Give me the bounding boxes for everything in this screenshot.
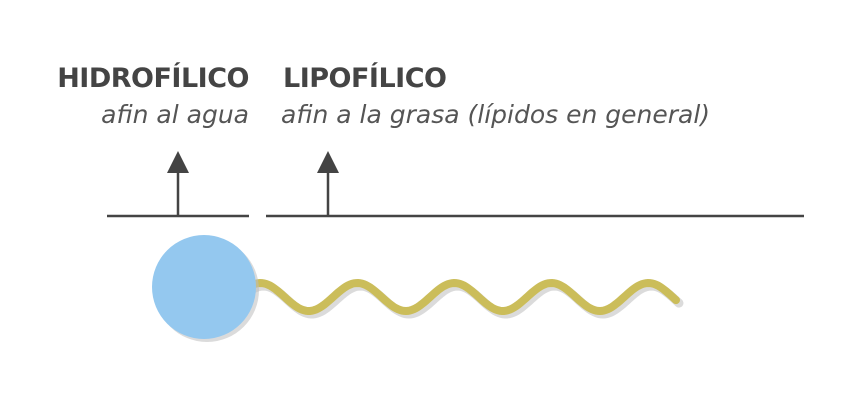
lipophilic-subtitle: afin a la grasa (lípidos en general): [281, 100, 711, 129]
hydrophilic-title: HIDROFÍLICO: [57, 63, 249, 94]
hydrophilic-subtitle: afin al agua: [101, 100, 249, 129]
hydrophilic-arrow-icon: [167, 151, 189, 216]
lipid-tail: [246, 278, 680, 316]
polar-head: [152, 235, 256, 339]
lipophilic-title: LIPOFÍLICO: [283, 63, 447, 94]
lipophilic-arrow-icon: [317, 151, 339, 216]
